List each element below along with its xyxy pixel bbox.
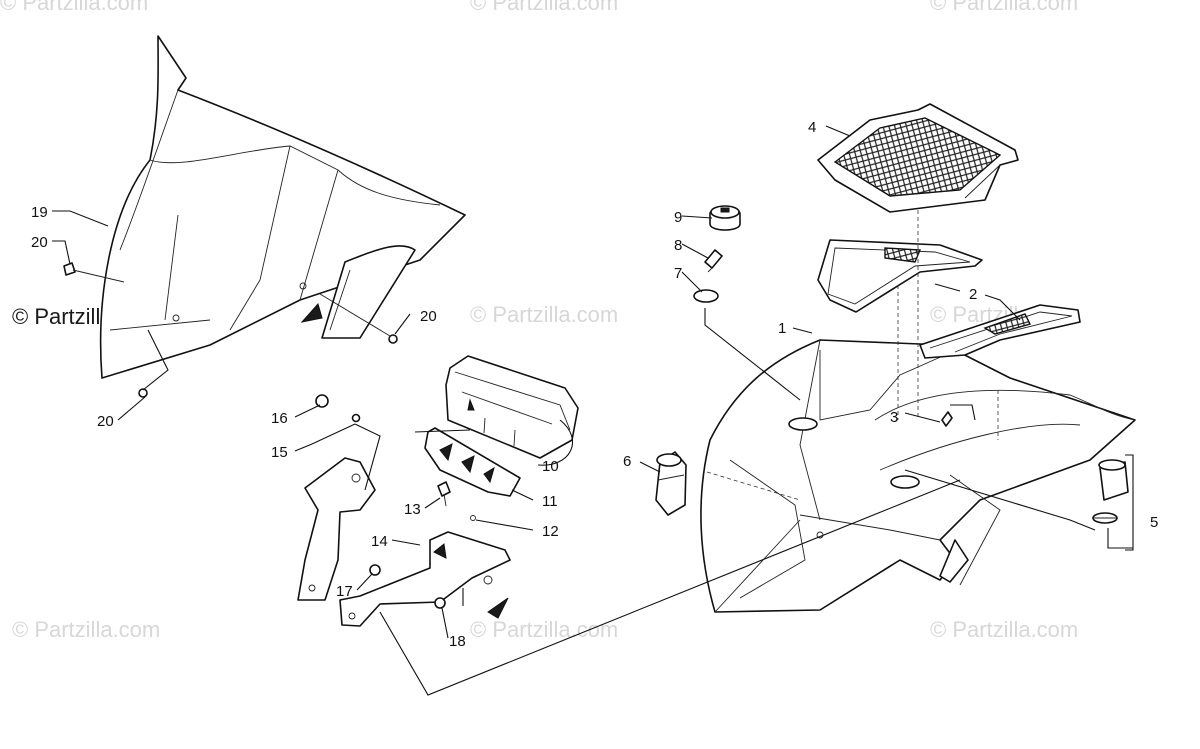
windshield-part-19 bbox=[99, 35, 466, 379]
watermark-text: © Partzilla.com bbox=[470, 0, 618, 15]
callout-label: 11 bbox=[542, 493, 558, 510]
callout-label: 12 bbox=[542, 523, 559, 540]
callout-label: 7 bbox=[674, 265, 682, 282]
callout-label: 5 bbox=[1150, 514, 1158, 531]
alignment-lines bbox=[706, 210, 999, 501]
callout-label: 13 bbox=[404, 501, 421, 518]
callout-label: 6 bbox=[623, 453, 631, 470]
watermark-text: © Partzilla.com bbox=[12, 617, 160, 642]
screw-part-20 bbox=[63, 262, 398, 398]
clip-part-3 bbox=[941, 411, 953, 427]
callout-label: 20 bbox=[97, 413, 114, 430]
callout-label: 19 bbox=[31, 204, 48, 221]
callout-label: 14 bbox=[371, 533, 388, 550]
grille-part-2 bbox=[817, 239, 1081, 359]
watermark-text: © Partzilla.com bbox=[930, 0, 1078, 15]
callout-label: 17 bbox=[336, 583, 353, 600]
callout-label: 3 bbox=[890, 409, 898, 426]
hardware-parts bbox=[315, 394, 451, 507]
leader-lines bbox=[52, 125, 1134, 696]
callout-label: 15 bbox=[271, 444, 288, 461]
bracket-part-11 bbox=[424, 427, 521, 521]
watermark-text: © Partzilla.com bbox=[0, 0, 148, 15]
light-part-5 bbox=[1092, 459, 1129, 524]
callout-label: 20 bbox=[31, 234, 48, 251]
callout-labels: 1 2 3 4 5 6 7 8 9 10 11 12 13 14 15 16 1… bbox=[31, 119, 1158, 650]
callout-label: 10 bbox=[542, 458, 559, 475]
ignition-parts bbox=[655, 205, 741, 516]
callout-label: 4 bbox=[808, 119, 816, 136]
hood-part-1 bbox=[700, 339, 1136, 613]
mesh-vent-part-4 bbox=[817, 103, 1019, 213]
gauge-part-10 bbox=[445, 355, 579, 459]
callout-label: 20 bbox=[420, 308, 437, 325]
callout-label: 8 bbox=[674, 237, 682, 254]
callout-label: 18 bbox=[449, 633, 466, 650]
mount-bracket-part-14 bbox=[297, 457, 511, 627]
watermark-text: © Partzilla.com bbox=[930, 617, 1078, 642]
callout-label: 2 bbox=[969, 286, 977, 303]
callout-label: 9 bbox=[674, 209, 682, 226]
watermark-text: © Partzilla.com bbox=[470, 302, 618, 327]
callout-label: 16 bbox=[271, 410, 288, 427]
watermark-text: © Partzilla.com bbox=[470, 617, 618, 642]
callout-label: 1 bbox=[778, 320, 786, 337]
